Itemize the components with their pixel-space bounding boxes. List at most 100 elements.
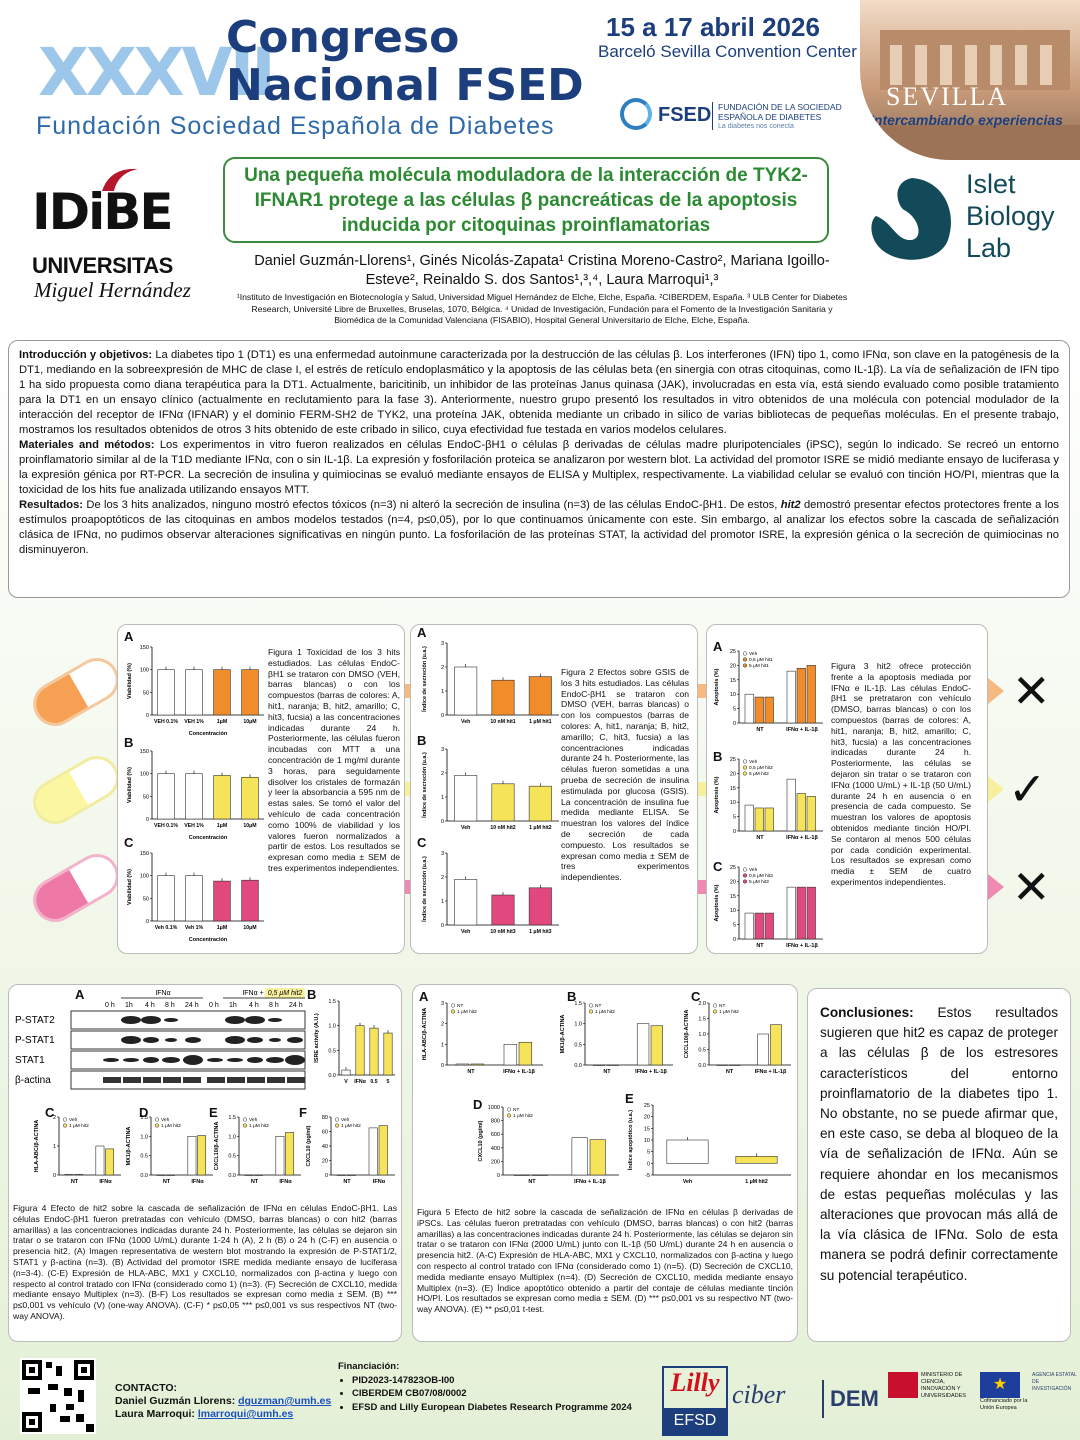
idibe-swoosh-icon xyxy=(102,168,138,191)
svg-text:24 h: 24 h xyxy=(289,1002,303,1009)
authors-line2: Esteve², Reinaldo S. dos Santos¹,³,⁴, La… xyxy=(365,272,719,288)
x-tick-label: 10 nM hit2 xyxy=(490,825,515,831)
y-axis-label: Apoptosis (%) xyxy=(714,668,720,705)
legend-label: NT xyxy=(513,1107,519,1113)
svg-text:0 h: 0 h xyxy=(105,1002,115,1009)
x-tick-label: Veh 0.1% xyxy=(155,925,178,931)
x-tick-label: IFNα + IL-1β xyxy=(786,727,818,733)
y-tick-label: 20 xyxy=(730,879,736,885)
y-tick-label: 1 xyxy=(441,899,444,905)
svg-text:8 h: 8 h xyxy=(165,1002,175,1009)
svg-text:4 h: 4 h xyxy=(249,1002,259,1009)
y-axis-label: Viabilidad (%) xyxy=(127,767,133,803)
y-tick-label: 400 xyxy=(491,1146,500,1152)
legend-marker xyxy=(712,1003,718,1008)
bar xyxy=(764,696,774,724)
y-tick-label: 10 xyxy=(644,1138,650,1144)
sevilla-building-icon xyxy=(860,30,1080,160)
x-tick-label: IFNα xyxy=(191,1179,204,1185)
bar xyxy=(796,667,806,724)
bar xyxy=(571,1137,588,1176)
bar xyxy=(528,785,552,822)
bar xyxy=(754,912,764,940)
bar xyxy=(716,1064,728,1066)
legend-marker xyxy=(742,657,748,662)
svg-text:8 h: 8 h xyxy=(269,1002,279,1009)
bar xyxy=(589,1139,606,1176)
y-axis-label: Viabilidad (%) xyxy=(127,663,133,699)
foundation-name: Fundación Sociedad Española de Diabetes xyxy=(36,112,555,140)
y-axis-label: Apoptosis (%) xyxy=(714,776,720,813)
funding-item: PID2023-147823OB-I00 xyxy=(352,1374,632,1388)
y-tick-label: -5 xyxy=(645,1173,650,1179)
y-axis-label: ISRE activity (A.U.) xyxy=(314,1013,320,1063)
legend-marker xyxy=(242,1117,248,1122)
y-tick-label: 100 xyxy=(140,874,149,880)
fsed-logo: FSED FUNDACIÓN DE LA SOCIEDAD ESPAÑOLA D… xyxy=(620,96,855,140)
y-tick-label: 0 xyxy=(146,713,149,719)
y-tick-label: 5 xyxy=(733,923,736,929)
bar xyxy=(157,875,175,922)
x-axis-label: Concentración xyxy=(189,937,228,943)
legend-marker xyxy=(742,879,748,884)
legend-label: 1 μM hit2 xyxy=(513,1113,533,1119)
y-tick-label: 1000 xyxy=(488,1105,500,1111)
legend-marker xyxy=(334,1117,340,1122)
svg-text:IFNα +: IFNα + xyxy=(242,990,263,997)
y-tick-label: 10 xyxy=(730,908,736,914)
ministerio-text: MINISTERIO DE CIENCIA, INNOVACIÓN Y UNIV… xyxy=(921,1372,966,1399)
y-tick-label: 0 xyxy=(146,817,149,823)
legend-marker xyxy=(450,1009,456,1014)
y-tick-label: 0.0 xyxy=(140,1173,148,1179)
svg-text:β-actina: β-actina xyxy=(15,1075,51,1086)
miguel-hernandez-text: Miguel Hernández xyxy=(34,278,191,302)
x-tick-label: 1μM xyxy=(217,925,227,931)
bar xyxy=(336,1174,346,1176)
legend-label: 1 μM hit2 xyxy=(457,1009,477,1015)
legend-label: Veh xyxy=(749,867,758,873)
figure-5-caption: Figura 5 Efecto de hit2 sobre la cascada… xyxy=(417,1207,793,1315)
y-tick-label: 0 xyxy=(497,1173,500,1179)
results-label: Resultados: xyxy=(19,499,84,511)
legend-label: 1 μM hit2 xyxy=(249,1123,269,1129)
sevilla-banner: SEVILLA Intercambiando experiencias xyxy=(860,0,1080,160)
x-tick-label: Veh xyxy=(461,825,470,831)
authors: Daniel Guzmán-Llorens¹, Ginés Nicolás-Za… xyxy=(232,252,852,290)
contact1-email-link[interactable]: dguzman@umh.es xyxy=(238,1395,332,1407)
svg-text:STAT1: STAT1 xyxy=(15,1055,45,1066)
legend-marker xyxy=(742,765,748,770)
legend-marker xyxy=(506,1113,512,1118)
legend-marker xyxy=(154,1117,160,1122)
x-tick-label: NT xyxy=(726,1069,734,1075)
svg-text:0,5 μM hit2: 0,5 μM hit2 xyxy=(268,990,303,997)
x-tick-label: Veh 1% xyxy=(185,925,204,931)
y-tick-label: 15 xyxy=(730,894,736,900)
legend-label: Veh xyxy=(69,1117,78,1123)
y-tick-label: 0.0 xyxy=(328,1073,336,1079)
bar xyxy=(513,1174,530,1176)
qr-code-icon[interactable] xyxy=(20,1358,96,1434)
efsd-logo-text: EFSD xyxy=(664,1408,726,1434)
legend-marker xyxy=(62,1117,68,1122)
bar xyxy=(528,676,552,716)
y-tick-label: 50 xyxy=(143,794,149,800)
bar xyxy=(454,775,478,822)
results-text-b: demostró presentar efectos protectores f… xyxy=(19,499,1060,556)
x-tick-label: NT xyxy=(528,1179,536,1185)
bar xyxy=(531,1174,548,1176)
y-tick-label: 600 xyxy=(491,1132,500,1138)
svg-text:IFNα: IFNα xyxy=(155,990,170,997)
bar xyxy=(64,1174,74,1176)
x-tick-label: 0.5 xyxy=(370,1079,377,1085)
y-tick-label: 50 xyxy=(143,690,149,696)
bar xyxy=(754,696,764,724)
footer: CONTACTO: Daniel Guzmán Llorens: dguzman… xyxy=(0,1350,1080,1440)
y-tick-label: 5 xyxy=(647,1150,650,1156)
lilly-logo-text: Lilly xyxy=(670,1368,720,1397)
islet-text-2: Biology xyxy=(966,201,1055,231)
bar xyxy=(244,1174,254,1176)
contact2-email-link[interactable]: lmarroqui@umh.es xyxy=(197,1408,294,1420)
